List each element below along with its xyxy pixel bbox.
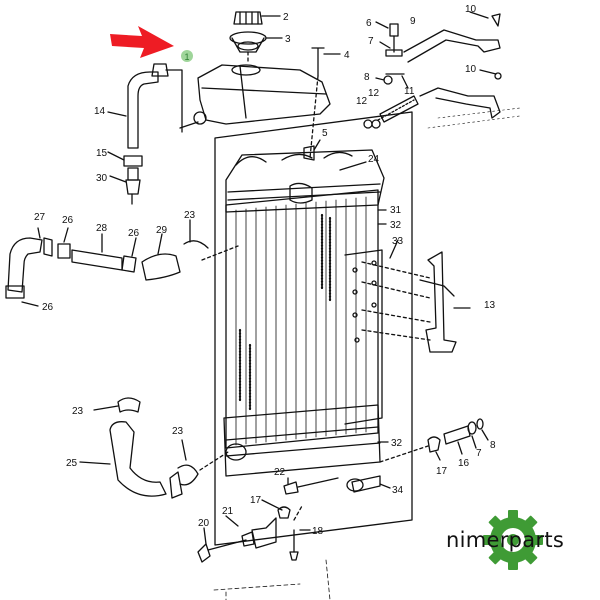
part-label: 11 [404,86,415,97]
part-label: 23 [72,406,84,417]
part-label: 26 [62,215,74,226]
radiator-fins [235,196,367,446]
part-label: 8 [490,440,496,451]
part-label: 3 [285,34,291,45]
expansion-tank [197,64,331,125]
hose-27 [7,237,43,293]
radiator-frame [214,111,413,546]
part-label: 31 [390,205,402,216]
part-label: 21 [222,506,234,517]
hose-29 [141,253,181,281]
part-label: 23 [172,426,184,437]
part-label: 25 [66,458,78,469]
part-label: 6 [366,18,372,29]
red-arrow-icon [110,26,174,58]
hose-14 [127,71,159,149]
part-label: 20 [198,518,210,529]
part-label: 13 [484,300,496,311]
part-label: 2 [283,12,289,23]
part-label: 14 [94,106,106,117]
part-label: 24 [368,154,380,165]
top-outlet [289,182,313,204]
bracket-13 [425,251,457,353]
part-label: 9 [410,16,416,27]
part-label: 12 [356,96,368,107]
part-label: 32 [390,220,402,231]
part-label: 18 [312,526,324,537]
hose-25 [109,421,167,497]
part-label: 28 [96,223,108,234]
gear-logo-icon [483,510,543,570]
brand-wordmark: nimerparts [446,528,565,552]
tie-rod-upper [403,29,501,63]
tank-filler-neck [231,64,261,76]
part-label: 22 [274,467,286,478]
part-label: 16 [458,458,470,469]
part-label: 7 [476,448,482,459]
tie-rod-lower [419,87,501,119]
part-label: 29 [156,225,168,236]
part-label: 4 [344,50,350,61]
part-label: 5 [322,128,328,139]
filler-cap [233,11,263,25]
part-label: 10 [465,64,477,75]
part-label: 27 [34,212,46,223]
callout-1-text: 1 [184,52,189,62]
part-label: 17 [250,495,262,506]
part-label: 10 [465,4,477,15]
part-label: 15 [96,148,108,159]
top-tank [225,149,385,213]
radiator-core [225,189,379,449]
part-label: 8 [364,72,370,83]
hose-28 [71,249,123,271]
part-label: 26 [128,228,140,239]
part-label: 33 [392,236,404,247]
part-label: 23 [184,210,196,221]
part-label: 34 [392,485,404,496]
part-label: 17 [436,466,448,477]
part-label: 30 [96,173,108,184]
bottom-outlet [225,443,247,461]
part-label: 32 [391,438,403,449]
part-label: 7 [368,36,374,47]
part-label: 12 [368,88,380,99]
part-label: 26 [42,302,54,313]
side-bracket [344,249,383,425]
callout-1-badge [181,50,193,62]
cap-seal [229,31,267,53]
